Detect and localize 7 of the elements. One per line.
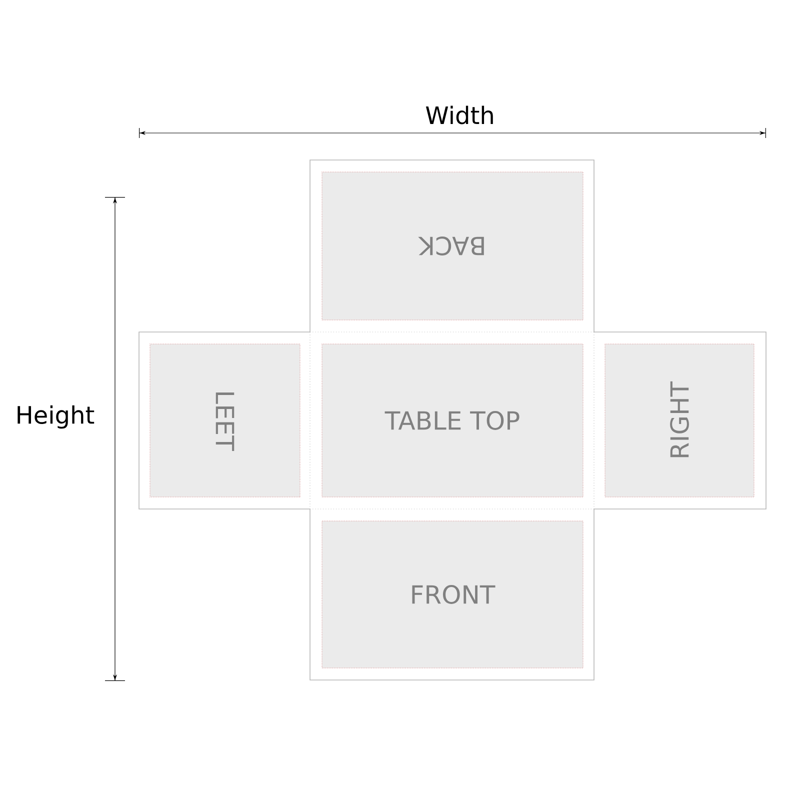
dimension-label: Width (426, 106, 493, 124)
panel-box: TABLE TOP (322, 344, 584, 498)
panel-box: RIGHT (604, 344, 754, 498)
dimension-label: Height (18, 405, 94, 429)
panel-box: FRONT (322, 520, 584, 668)
panel-box: LEET (150, 344, 300, 498)
panel-box: BACK (322, 172, 584, 320)
